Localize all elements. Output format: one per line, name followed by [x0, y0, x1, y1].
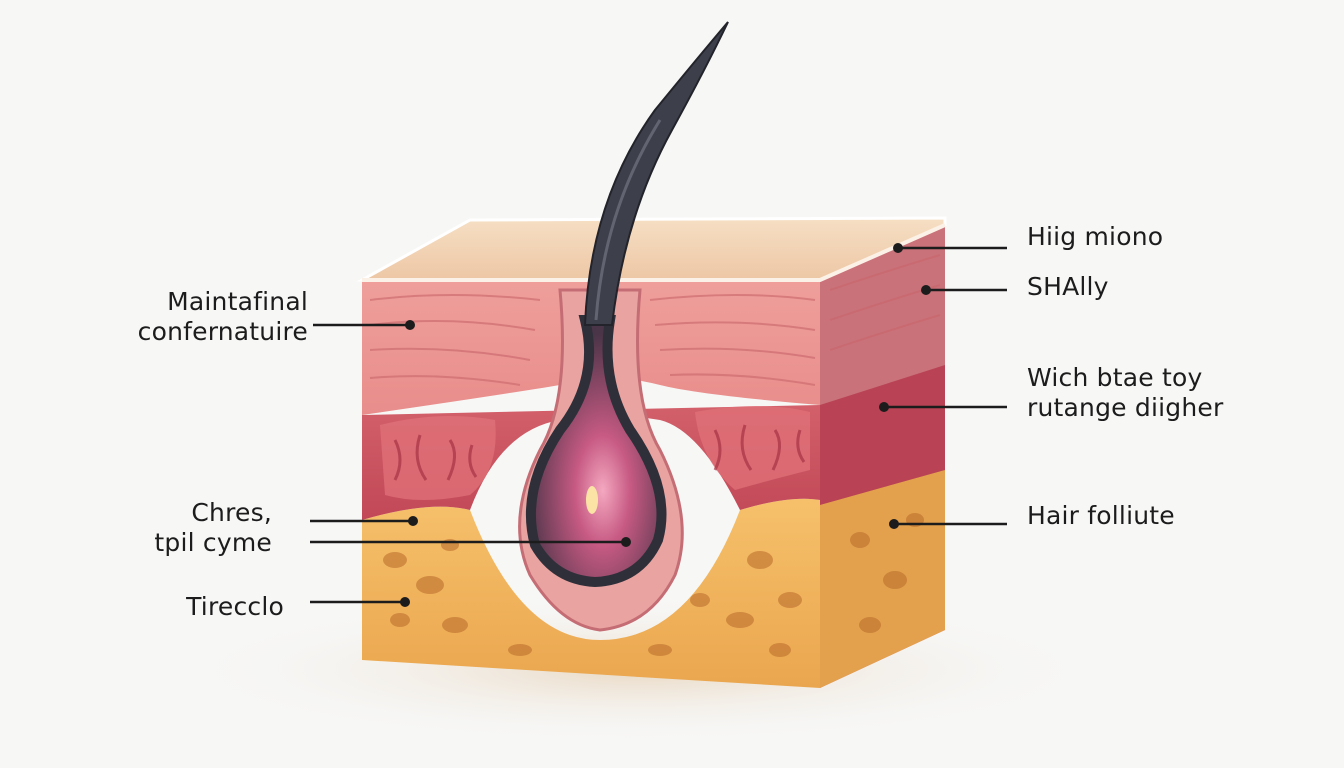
label-right-4: Hair folliute	[1027, 501, 1175, 531]
hair-bulb	[525, 315, 667, 588]
label-left-1-line1: Maintafinal	[167, 287, 308, 316]
label-right-3-line1: Wich btae toy	[1027, 363, 1203, 392]
fat-layer	[362, 498, 820, 688]
label-right-3: Wich btae toy rutange diigher	[1027, 363, 1223, 423]
label-right-2: SHAlly	[1027, 272, 1109, 302]
label-left-2-line1: Chres,	[191, 498, 272, 527]
label-right-3-line2: rutange diigher	[1027, 393, 1224, 422]
fat-cells	[383, 513, 924, 657]
label-left-3-line1: Tirecclo	[186, 592, 284, 621]
label-right-4-line1: Hair folliute	[1027, 501, 1175, 530]
leader-dots	[400, 243, 931, 607]
label-left-2: Chres, tpil cyme	[154, 498, 272, 558]
label-right-2-line1: SHAlly	[1027, 272, 1109, 301]
label-right-1-line1: Hiig miono	[1027, 222, 1164, 251]
label-left-1-line2: confernatuire	[137, 317, 308, 346]
label-left-2-line2: tpil cyme	[154, 528, 272, 557]
leader-lines	[310, 246, 1007, 604]
label-left-3: Tirecclo	[186, 592, 284, 622]
label-left-1: Maintafinal confernatuire	[138, 287, 308, 347]
label-right-1: Hiig miono	[1027, 222, 1163, 252]
hair-shaft	[583, 21, 729, 326]
